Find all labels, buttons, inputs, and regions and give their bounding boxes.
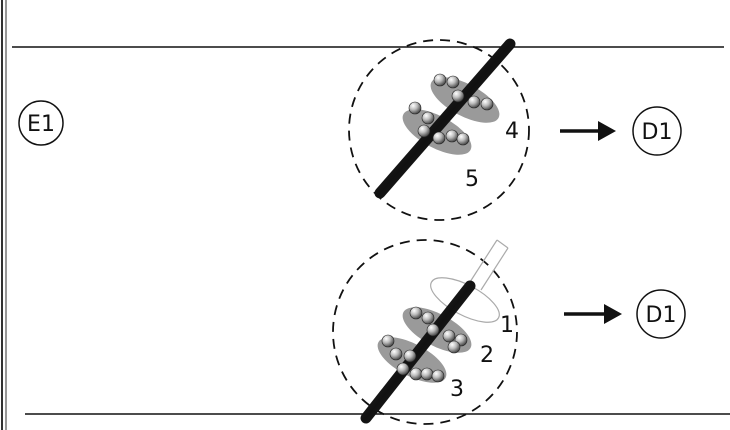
e1-node: E1: [18, 100, 64, 146]
bottom-rod: [360, 280, 476, 424]
top-number-5: 5: [465, 167, 479, 192]
top-arrow: [560, 121, 616, 141]
bottom-bead-cluster-upper: [409, 306, 468, 354]
top-d1-node: D1: [632, 106, 682, 156]
bottom-bead-cluster-lower: [381, 334, 445, 383]
top-panel: 4 5 D1: [348, 38, 682, 221]
top-d1-label: D1: [642, 120, 673, 145]
top-bead-cluster-lower: [408, 101, 470, 146]
e1-label: E1: [27, 112, 55, 137]
top-rod: [374, 38, 516, 199]
top-dashed-circle: [348, 39, 530, 221]
bottom-ghost-rod: [469, 239, 509, 291]
bottom-arrow: [564, 304, 622, 324]
bottom-d1-node: D1: [636, 289, 686, 339]
bottom-number-1: 1: [500, 313, 514, 338]
bottom-d1-label: D1: [646, 303, 677, 328]
bottom-panel: 1 2 3 D1: [332, 239, 686, 425]
bottom-number-2: 2: [480, 343, 494, 368]
top-number-4: 4: [505, 119, 519, 144]
bottom-dashed-circle: [332, 239, 518, 425]
bottom-number-3: 3: [450, 377, 464, 402]
top-bead-cluster-upper: [433, 73, 494, 111]
